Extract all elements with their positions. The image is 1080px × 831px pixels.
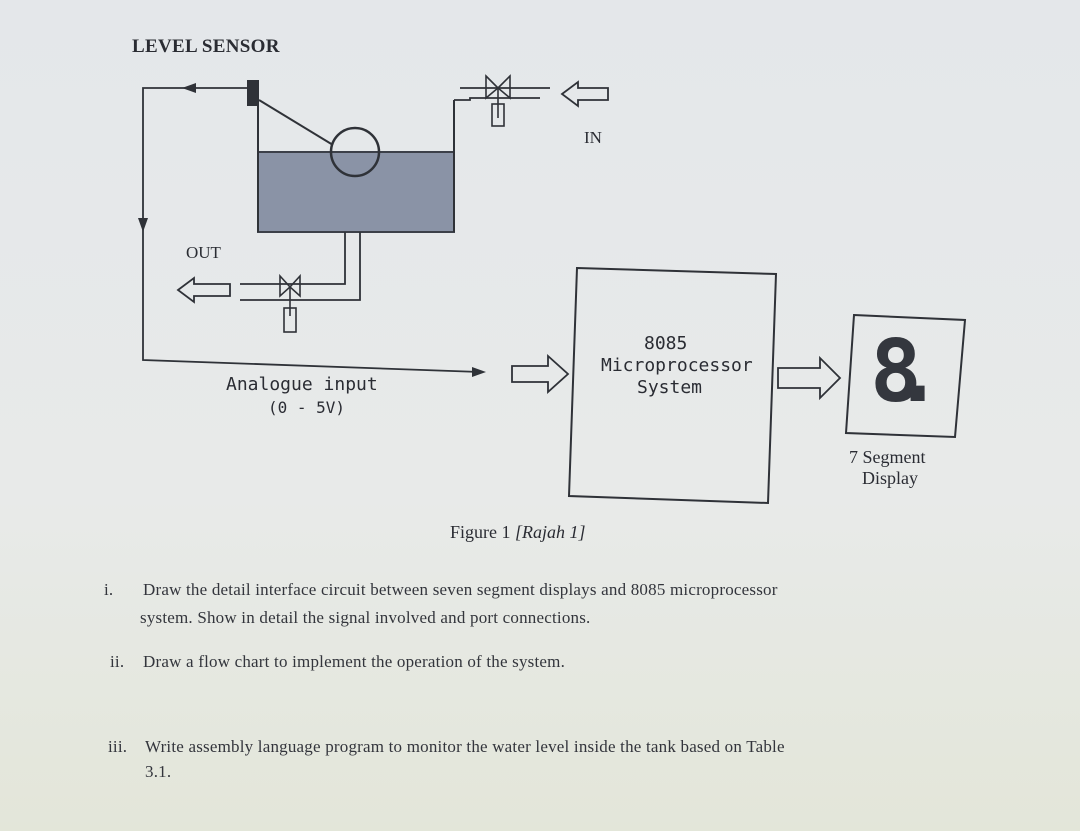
outlet-pipe [240,232,346,285]
question-1-line2: system. Show in detail the signal involv… [140,608,591,627]
level-sensor-block [247,80,259,106]
inlet-valve [485,74,500,100]
question-1-line1: Draw the detail interface circuit betwee… [143,580,778,599]
question-2-number: ii. [110,652,125,671]
question-3-line2: 3.1. [145,762,172,781]
inlet-valve-handle [491,103,505,127]
outlet-valve [279,273,292,298]
float-ball [329,126,381,178]
analogue-input-label: Analogue input [226,374,378,395]
question-2-line1: Draw a flow chart to implement the opera… [143,652,566,671]
wire-arrow-down [138,218,148,232]
figure-caption: Figure 1 [Rajah 1] [450,522,586,543]
display-label-line2: Display [862,468,918,488]
in-arrow-icon [560,80,609,108]
outlet-valve-handle [283,307,297,333]
display-label-line1: 7 Segment [849,447,926,467]
seven-segment-digit: 8. [870,322,943,422]
processor-box [567,266,778,505]
out-arrow-icon [176,276,231,304]
figure-caption-main: Figure 1 [450,522,511,542]
in-label: IN [584,128,602,147]
processor-label-line3: System [637,377,703,398]
display-input-arrow-icon [777,355,842,401]
diagram-title: LEVEL SENSOR [132,36,280,57]
outlet-pipe-b [240,232,361,301]
seven-segment-display-box [844,313,967,439]
wire-arrow-right [472,367,486,377]
processor-input-arrow-icon [511,353,570,395]
out-label: OUT [186,243,221,262]
outlet-valve-b [288,273,301,298]
question-3-line1: Write assembly language program to monit… [145,737,785,756]
processor-label-line2: Microprocessor [601,355,753,376]
figure-caption-alt: [Rajah 1] [515,522,586,542]
inlet-valve-b [496,74,511,100]
float-arm [258,99,334,146]
processor-label-line1: 8085 [644,333,688,354]
question-1-number: i. [104,580,114,599]
analogue-range-label: (0 - 5V) [268,398,346,417]
inlet-pipe-lower [454,97,540,101]
question-3-number: iii. [108,737,128,756]
wire-arrow-left [182,83,196,93]
tank-water [257,151,455,233]
